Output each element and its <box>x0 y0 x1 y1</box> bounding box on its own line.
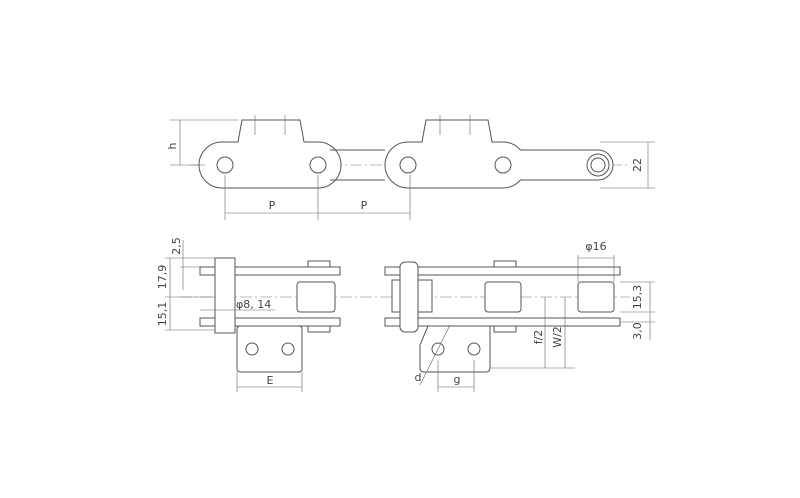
bottom-view: 2,5 17,9 15,1 φ8, 14 E d g f/2 W/2 φ16 1… <box>156 237 655 392</box>
dim-15-1: 15,1 <box>156 302 169 327</box>
plain-link <box>330 149 614 181</box>
dim-pin-diameter: φ8, 14 <box>236 298 271 311</box>
dim-22: 22 <box>631 158 644 172</box>
dim-pitch-2: P <box>361 199 368 212</box>
dim-h: h <box>166 142 179 149</box>
attachment-tab-2 <box>419 325 491 373</box>
attachment-link-2 <box>384 119 527 189</box>
top-view: h 22 P P <box>166 115 655 220</box>
dim-g: g <box>454 373 461 386</box>
dim-17-9: 17,9 <box>156 265 169 290</box>
attachment-tab-1 <box>236 325 303 373</box>
dim-f-half: f/2 <box>532 330 545 345</box>
dim-d: d <box>415 371 422 384</box>
dim-e: E <box>267 374 274 387</box>
dim-pitch-1: P <box>269 199 276 212</box>
attachment-link-1 <box>198 119 342 189</box>
dim-w-half: W/2 <box>551 326 564 348</box>
pin-holes <box>216 153 610 177</box>
dim-2-5: 2,5 <box>170 237 183 255</box>
dim-roller-diameter: φ16 <box>585 240 606 253</box>
dim-15-3: 15,3 <box>631 285 644 310</box>
dim-3-0: 3,0 <box>631 322 644 340</box>
